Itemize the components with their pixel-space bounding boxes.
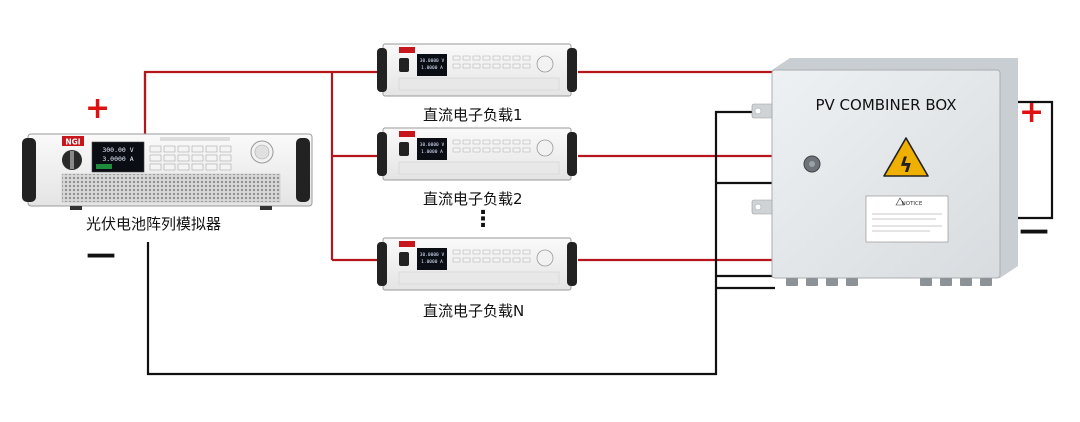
dc-load-1-label: 直流电子负载1 [423,106,523,124]
dc-load-2-label: 直流电子负载2 [423,190,523,208]
combiner-box-title: PV COMBINER BOX [815,96,956,114]
negative-wires [146,100,1054,376]
simulator-negative-sign: — [86,237,116,272]
simulator-keypad [149,145,232,171]
positive-wires [143,70,780,262]
dc-load-n: 30.0000 V 1.0000 A [377,237,577,291]
output-positive-sign: + [1019,95,1045,130]
svg-text:1.0000 A: 1.0000 A [421,259,443,265]
svg-text:1.0000 A: 1.0000 A [421,149,443,155]
pv-array-simulator: NGI 300.00 V 3.0000 A [22,133,313,210]
pv-simulator-label: 光伏电池阵列模拟器 [86,215,222,233]
pv-combiner-box: PV COMBINER BOX ϟ NOTICE [751,58,1018,286]
dc-load-1: 30.0000 V 1.0000 A [377,43,577,97]
svg-text:30.0000 V: 30.0000 V [420,252,445,258]
wire-sim-negative-return [146,110,762,376]
dc-load-2: 30.0000 V 1.0000 A [377,127,577,181]
left-handle [22,138,36,202]
svg-text:30.0000 V: 30.0000 V [420,58,445,64]
dc-load-n-label: 直流电子负载N [423,302,525,320]
lightning-icon: ϟ [899,153,912,177]
simulator-voltage: 300.00 V [102,146,133,154]
ellipsis-marker: ⋮ [472,207,494,232]
brand-logo [62,136,84,146]
output-negative-sign: — [1019,213,1049,248]
wire-sim-to-load1 [143,70,378,140]
warning-triangle [883,137,929,177]
wire-box-output [1016,100,1054,220]
simulator-positive-sign: + [85,91,111,126]
notice-title: NOTICE [902,201,923,207]
right-handle [296,138,310,202]
simulator-current: 3.0000 A [102,155,133,163]
cable-glands [786,278,992,286]
svg-text:30.0000 V: 30.0000 V [420,142,445,148]
brand-text: NGI [65,138,80,147]
svg-text:1.0000 A: 1.0000 A [421,65,443,71]
